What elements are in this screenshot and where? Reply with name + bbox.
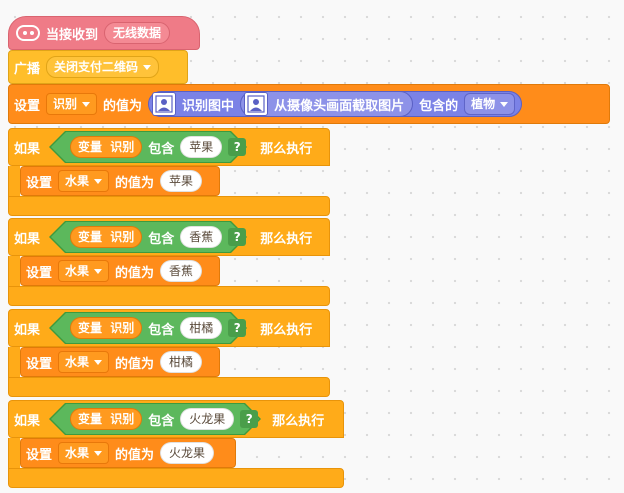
fruit-input[interactable]: 柑橘 <box>180 317 223 339</box>
chevron-down-icon <box>500 101 509 107</box>
fruit-variable-dropdown[interactable]: 水果 <box>58 260 110 282</box>
set-label: 设置 <box>26 175 53 191</box>
variable-label: 变量 <box>78 230 103 244</box>
value-label: 的值为 <box>115 175 155 191</box>
fruit-variable-dropdown[interactable]: 水果 <box>58 442 110 464</box>
question-mark: ? <box>228 319 247 337</box>
event-hat-row: 当接收到 无线数据 <box>16 20 176 46</box>
if-block-arm <box>8 347 20 381</box>
variable-reporter[interactable]: 变量 识别 <box>70 408 143 430</box>
chevron-down-icon <box>143 64 152 70</box>
fruit-variable-dropdown[interactable]: 水果 <box>58 351 110 373</box>
variable-name: 识别 <box>110 321 135 335</box>
fruit-variable-value: 水果 <box>65 355 90 369</box>
set-fruit-row: 设置 水果 的值为 火龙果 <box>26 440 220 466</box>
value-label: 的值为 <box>115 356 155 372</box>
set-label: 设置 <box>26 265 53 281</box>
capture-label: 从摄像头画面截取图片 <box>274 98 405 114</box>
set-variable-value: 识别 <box>53 97 78 111</box>
then-label: 那么执行 <box>260 231 313 247</box>
contains-label: 包含 <box>148 413 175 429</box>
variable-label: 变量 <box>78 412 103 426</box>
broadcast-row: 广播 关闭支付二维码 <box>14 54 165 80</box>
capture-camera-reporter[interactable]: 从摄像头画面截取图片 <box>240 91 414 117</box>
fruit-value-input[interactable]: 火龙果 <box>160 442 215 464</box>
question-mark: ? <box>240 410 259 428</box>
variable-reporter[interactable]: 变量 识别 <box>70 136 143 158</box>
set-value-label: 的值为 <box>103 98 143 114</box>
fruit-variable-value: 水果 <box>65 446 90 460</box>
question-mark: ? <box>228 228 247 246</box>
then-label: 那么执行 <box>260 322 313 338</box>
fruit-input[interactable]: 香蕉 <box>180 226 223 248</box>
if-condition-row: 如果 变量 识别 包含 火龙果 ? 那么执行 <box>14 406 330 432</box>
if-block-arm <box>8 166 20 200</box>
set-label: 设置 <box>26 447 53 463</box>
question-mark: ? <box>228 138 247 156</box>
fruit-variable-dropdown[interactable]: 水果 <box>58 170 110 192</box>
microbit-icon <box>16 25 40 41</box>
chevron-down-icon <box>94 268 103 274</box>
if-label: 如果 <box>14 322 41 338</box>
if-block-bottom <box>8 377 330 397</box>
if-condition-row: 如果 变量 识别 包含 香蕉 ? 那么执行 <box>14 224 318 250</box>
recognize-label: 识别图中 <box>182 98 235 114</box>
variable-name: 识别 <box>110 412 135 426</box>
variable-name: 识别 <box>110 230 135 244</box>
contains-label: 包含 <box>148 141 175 157</box>
fruit-input[interactable]: 苹果 <box>180 136 223 158</box>
if-block-arm <box>8 256 20 290</box>
variable-name: 识别 <box>110 140 135 154</box>
fruit-value-input[interactable]: 苹果 <box>160 170 203 192</box>
if-label: 如果 <box>14 231 41 247</box>
contains-label: 包含 <box>148 322 175 338</box>
set-label: 设置 <box>14 98 41 114</box>
variable-reporter[interactable]: 变量 识别 <box>70 226 143 248</box>
if-block-bottom <box>8 468 344 488</box>
chevron-down-icon <box>82 101 91 107</box>
then-label: 那么执行 <box>272 413 325 429</box>
variable-label: 变量 <box>78 140 103 154</box>
contains-label: 包含 <box>148 231 175 247</box>
fruit-variable-value: 水果 <box>65 264 90 278</box>
set-fruit-row: 设置 水果 的值为 苹果 <box>26 168 208 194</box>
chevron-down-icon <box>94 359 103 365</box>
variable-label: 变量 <box>78 321 103 335</box>
fruit-value-input[interactable]: 柑橘 <box>160 351 203 373</box>
if-block-bottom <box>8 286 330 306</box>
set-label: 设置 <box>26 356 53 372</box>
category-value: 植物 <box>471 97 496 111</box>
if-label: 如果 <box>14 141 41 157</box>
set-recognition-row: 设置 识别 的值为 识别图中 从摄像头画面截取图片 包含的 植物 <box>14 90 528 118</box>
hat-label: 当接收到 <box>46 27 99 43</box>
chevron-down-icon <box>94 450 103 456</box>
if-condition-row: 如果 变量 识别 包含 苹果 ? 那么执行 <box>14 134 318 160</box>
set-variable-dropdown[interactable]: 识别 <box>46 93 98 115</box>
contains-of-label: 包含的 <box>419 98 459 114</box>
broadcast-label: 广播 <box>14 61 41 77</box>
person-portrait-icon <box>152 92 177 116</box>
value-label: 的值为 <box>115 447 155 463</box>
recognize-image-reporter[interactable]: 识别图中 从摄像头画面截取图片 包含的 植物 <box>148 91 523 117</box>
fruit-input[interactable]: 火龙果 <box>180 408 235 430</box>
fruit-variable-value: 水果 <box>65 174 90 188</box>
fruit-value-input[interactable]: 香蕉 <box>160 260 203 282</box>
category-dropdown[interactable]: 植物 <box>464 93 516 115</box>
variable-reporter[interactable]: 变量 识别 <box>70 317 143 339</box>
chevron-down-icon <box>94 178 103 184</box>
set-fruit-row: 设置 水果 的值为 香蕉 <box>26 258 208 284</box>
camera-portrait-icon <box>244 92 269 116</box>
if-block-bottom <box>8 196 330 216</box>
then-label: 那么执行 <box>260 141 313 157</box>
hat-message-field[interactable]: 无线数据 <box>104 22 171 44</box>
if-label: 如果 <box>14 413 41 429</box>
broadcast-message-value: 关闭支付二维码 <box>54 60 139 74</box>
value-label: 的值为 <box>115 265 155 281</box>
broadcast-message-dropdown[interactable]: 关闭支付二维码 <box>46 56 160 78</box>
if-condition-row: 如果 变量 识别 包含 柑橘 ? 那么执行 <box>14 315 318 341</box>
set-fruit-row: 设置 水果 的值为 柑橘 <box>26 349 208 375</box>
if-block-arm <box>8 438 20 472</box>
